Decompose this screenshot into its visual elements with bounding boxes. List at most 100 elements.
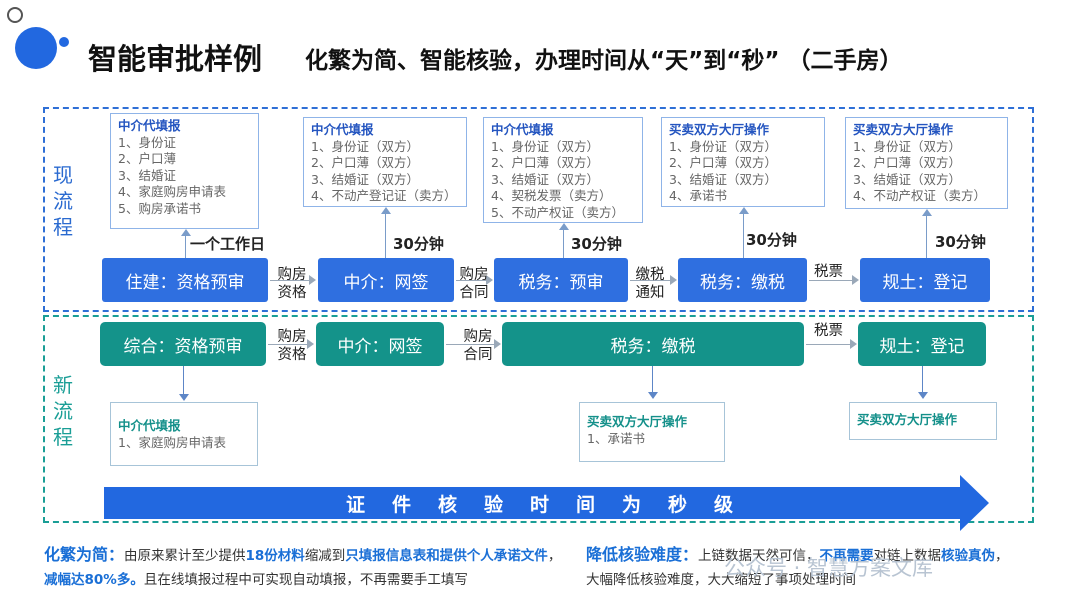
- time-label: 30分钟: [935, 233, 986, 251]
- bar-arrow-head-icon: [960, 475, 989, 531]
- page-title: 智能审批样例: [88, 42, 263, 76]
- doc-item: 4、家庭购房申请表: [118, 184, 226, 199]
- doc-item: 3、结婚证: [118, 167, 176, 183]
- current-flow-frame: [43, 107, 1034, 312]
- doc-box-current-2: 中介代填报 1、身份证（双方） 2、户口薄（双方） 3、结婚证（双方） 4、不动…: [303, 117, 467, 207]
- step-current-5: 规土：登记: [860, 258, 990, 302]
- arrow-right-icon: [307, 339, 314, 349]
- arrow-right-icon: [670, 275, 677, 285]
- connector-label: 税票: [814, 264, 843, 280]
- doc-box-new-1: 中介代填报 1、家庭购房申请表: [110, 402, 258, 466]
- doc-box-heading: 买卖双方大厅操作: [857, 412, 958, 427]
- footer-right-line2: 大幅降低核验难度，大大缩短了事项处理时间: [586, 572, 856, 588]
- doc-item: 3、结婚证（双方）: [311, 171, 419, 187]
- doc-item: 5、不动产权证（卖方）: [491, 204, 624, 220]
- flow-arrow-line: [268, 344, 308, 345]
- watermark: 公众号 · 智慧方案文库: [724, 556, 934, 580]
- doc-item: 2、户口薄（双方）: [853, 155, 961, 170]
- connector-label: 税票: [814, 323, 843, 339]
- doc-item: 1、家庭购房申请表: [118, 434, 226, 450]
- link-line: [922, 366, 923, 394]
- page-subtitle: 化繁为简、智能核验，办理时间从“天”到“秒” （二手房）: [305, 48, 903, 74]
- link-line: [385, 214, 386, 258]
- doc-item: 4、不动产登记证（卖方）: [311, 188, 457, 203]
- doc-box-heading: 中介代填报: [311, 122, 374, 137]
- current-flow-label: 现流程: [53, 163, 73, 239]
- doc-box-heading: 买卖双方大厅操作: [853, 122, 954, 137]
- connector-label: 购房资格: [277, 267, 307, 301]
- doc-item: 4、不动产权证（卖方）: [853, 188, 986, 203]
- logo-dots: [7, 7, 69, 69]
- flow-arrow-line: [456, 280, 486, 281]
- doc-item: 1、身份证（双方）: [491, 138, 599, 154]
- doc-box-heading: 中介代填报: [118, 418, 181, 433]
- link-line: [563, 230, 564, 258]
- link-line: [743, 214, 744, 258]
- doc-item: 2、户口薄（双方）: [491, 155, 599, 170]
- link-line: [183, 366, 184, 396]
- doc-item: 2、户口薄（双方）: [311, 155, 419, 170]
- doc-item: 3、结婚证（双方）: [669, 171, 777, 187]
- arrow-up-icon: [922, 209, 932, 216]
- link-line: [926, 216, 927, 258]
- arrow-up-icon: [559, 223, 569, 230]
- doc-item: 1、身份证（双方）: [669, 138, 777, 154]
- footer-left-line1: 化繁为简：由原来累计至少提供18份材料缩减到只填报信息表和提供个人承诺文件，: [44, 545, 562, 564]
- verification-speed-bar: 证件核验时间为秒级: [104, 487, 962, 519]
- arrow-up-icon: [381, 207, 391, 214]
- new-flow-label: 新流程: [53, 373, 73, 449]
- doc-item: 2、户口薄（双方）: [669, 155, 777, 170]
- time-label: 一个工作日: [190, 235, 266, 253]
- doc-box-current-1: 中介代填报 1、身份证 2、户口薄 3、结婚证 4、家庭购房申请表 5、购房承诺…: [110, 113, 259, 229]
- arrow-down-icon: [918, 392, 928, 399]
- time-label: 30分钟: [746, 231, 797, 249]
- doc-box-current-3: 中介代填报 1、身份证（双方） 2、户口薄（双方） 3、结婚证（双方） 4、契税…: [483, 117, 643, 223]
- doc-item: 3、结婚证（双方）: [853, 171, 961, 187]
- doc-item: 1、承诺书: [587, 430, 645, 446]
- footer-left-line2: 减幅达80%多。且在线填报过程中可实现自动填报，不再需要手工填写: [44, 572, 468, 588]
- step-new-1: 综合：资格预审: [100, 322, 266, 366]
- step-new-3: 税务：缴税: [502, 322, 804, 366]
- flow-arrow-line: [270, 280, 310, 281]
- doc-item: 1、身份证（双方）: [311, 138, 419, 154]
- connector-label: 购房合同: [459, 267, 489, 301]
- arrow-right-icon: [486, 275, 493, 285]
- doc-box-heading: 买卖双方大厅操作: [669, 122, 770, 137]
- time-label: 30分钟: [393, 235, 444, 253]
- footer-right-key: 降低核验难度：: [586, 545, 699, 564]
- flow-arrow-line: [630, 280, 670, 281]
- doc-item: 2、户口薄: [118, 151, 176, 166]
- step-current-4: 税务：缴税: [678, 258, 807, 302]
- arrow-right-icon: [850, 339, 857, 349]
- doc-item: 1、身份证: [118, 134, 176, 150]
- doc-item: 3、结婚证（双方）: [491, 171, 599, 187]
- arrow-right-icon: [852, 275, 859, 285]
- connector-label: 购房资格: [277, 329, 307, 363]
- doc-box-current-4: 买卖双方大厅操作 1、身份证（双方） 2、户口薄（双方） 3、结婚证（双方） 4…: [661, 117, 825, 207]
- step-new-2: 中介：网签: [316, 322, 444, 366]
- doc-box-heading: 买卖双方大厅操作: [587, 414, 688, 429]
- connector-label: 购房合同: [463, 329, 493, 363]
- step-current-3: 税务：预审: [494, 258, 628, 302]
- new-flow-frame: [43, 315, 1034, 523]
- flow-arrow-line: [446, 344, 494, 345]
- link-line: [652, 366, 653, 394]
- step-new-4: 规土：登记: [858, 322, 986, 366]
- step-current-1: 住建：资格预审: [102, 258, 268, 302]
- doc-item: 4、承诺书: [669, 188, 727, 203]
- arrow-right-icon: [309, 275, 316, 285]
- link-line: [185, 236, 186, 258]
- arrow-down-icon: [648, 392, 658, 399]
- footer-right-line1: 降低核验难度：上链数据天然可信，不再需要对链上数据核验真伪，: [586, 545, 1009, 564]
- doc-item: 4、契税发票（卖方）: [491, 188, 612, 203]
- arrow-down-icon: [179, 394, 189, 401]
- flow-arrow-line: [809, 280, 852, 281]
- step-current-2: 中介：网签: [318, 258, 454, 302]
- doc-item: 5、购房承诺书: [118, 200, 201, 216]
- doc-box-new-3: 买卖双方大厅操作: [849, 402, 997, 440]
- doc-box-heading: 中介代填报: [491, 122, 554, 137]
- connector-label: 缴税通知: [635, 267, 665, 301]
- arrow-up-icon: [739, 207, 749, 214]
- flow-arrow-line: [806, 344, 850, 345]
- doc-item: 1、身份证（双方）: [853, 138, 961, 154]
